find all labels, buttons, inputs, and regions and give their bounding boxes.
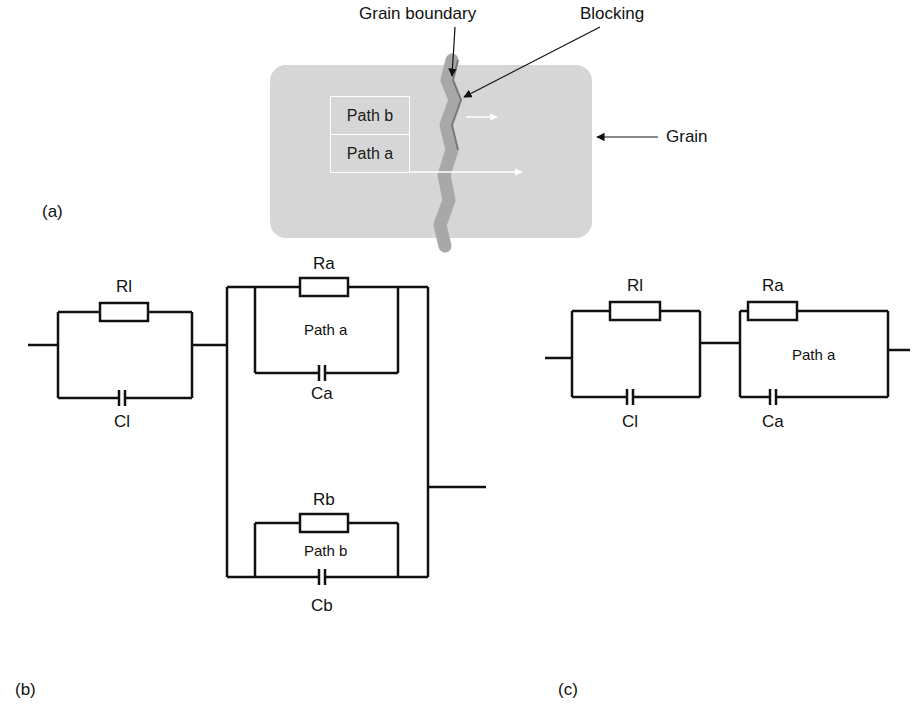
component-label: Rb: [313, 491, 335, 510]
grain: [270, 65, 592, 238]
callout-label: Grain boundary: [359, 5, 476, 24]
blocking-layer: [452, 60, 461, 150]
panel-label: (c): [558, 681, 578, 700]
component-label: Rl: [627, 277, 643, 296]
path-label: Path a: [304, 322, 347, 339]
component-label: Rl: [116, 278, 132, 297]
path-label: Path a: [792, 347, 835, 364]
leader-line: [452, 27, 455, 76]
path-a-arrow: [410, 171, 522, 173]
path-text: Path b: [347, 107, 393, 125]
resistor-symbol: [100, 278, 797, 532]
callout-label: Grain: [666, 128, 708, 147]
leader-line: [464, 27, 600, 97]
component-label: Ra: [313, 255, 335, 274]
component-label: Ca: [311, 385, 333, 404]
component-label: Ra: [762, 277, 784, 296]
component-label: Ca: [762, 413, 784, 432]
component-label: Cl: [114, 413, 130, 432]
path-label: Path b: [304, 543, 347, 560]
path-box: Path b: [330, 96, 410, 135]
path-b-arrow: [466, 116, 497, 118]
circuit-wires: [28, 287, 910, 577]
path-text: Path a: [347, 145, 393, 163]
component-label: Cl: [622, 413, 638, 432]
grain-boundary: [440, 60, 455, 246]
capacitor-symbol: [119, 365, 776, 585]
path-box: Path a: [330, 134, 410, 173]
component-label: Cb: [311, 597, 333, 616]
callout-label: Blocking: [580, 5, 644, 24]
panel-label: (b): [15, 681, 36, 700]
leader-line: [597, 136, 658, 137]
panel-label: (a): [42, 203, 63, 222]
